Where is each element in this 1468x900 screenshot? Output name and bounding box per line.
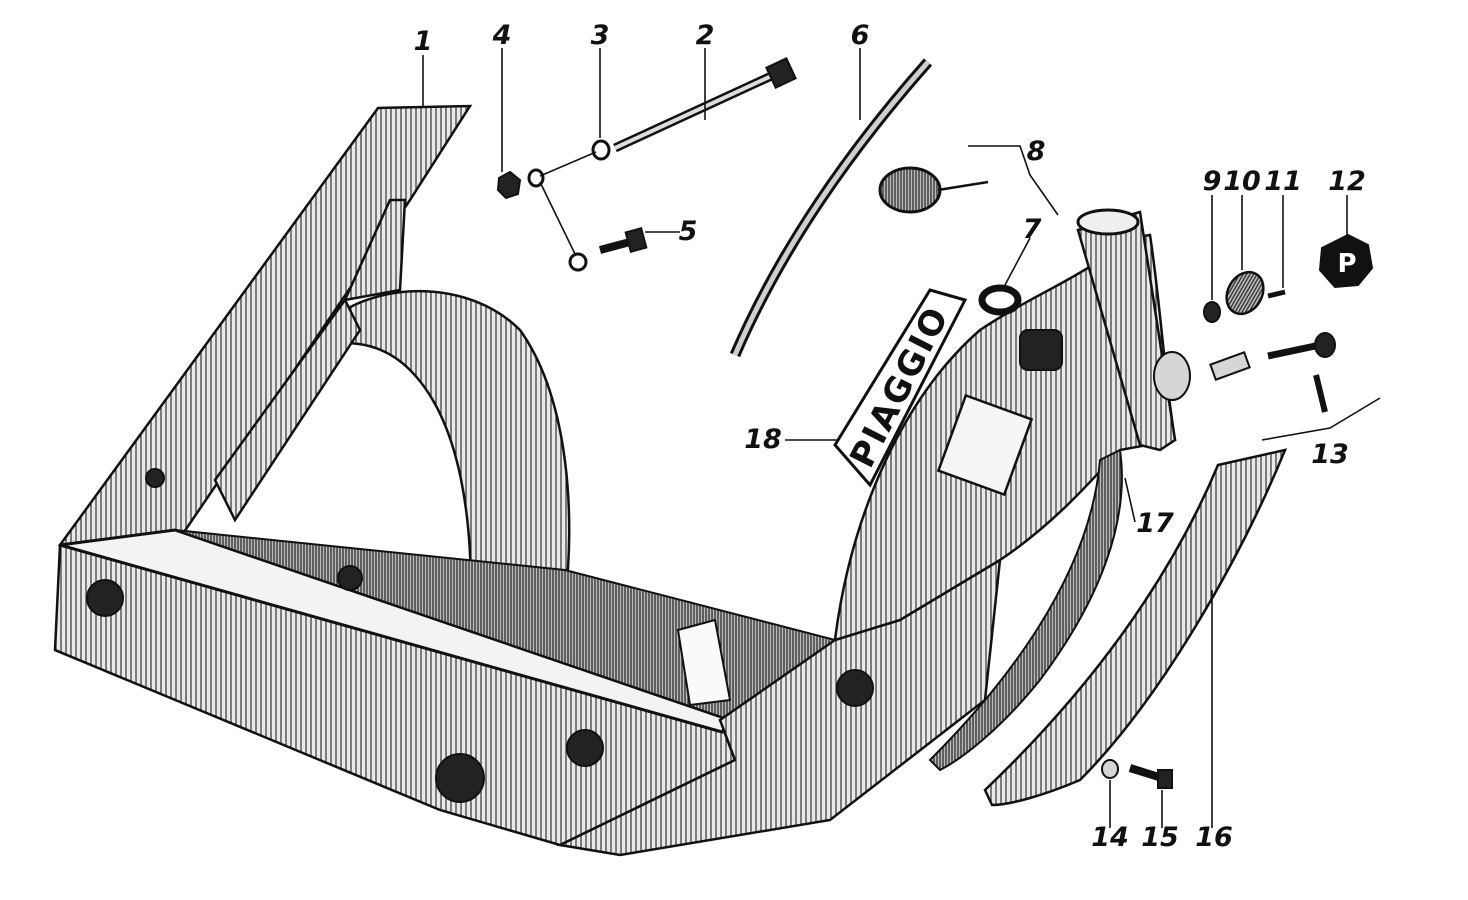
lock-housing (1153, 351, 1191, 401)
logo-glyph: P (1337, 249, 1356, 279)
piaggio-logo-badge: P (1318, 233, 1374, 289)
frame-bolt (566, 729, 604, 767)
screw-5 (568, 227, 648, 272)
rubber-strip-highlight (732, 60, 930, 356)
lock-cover (1225, 270, 1265, 316)
steering-tube-top (1076, 208, 1140, 236)
nut-4 (496, 168, 545, 200)
inner-strut (213, 297, 362, 523)
callout-17: 17 (1136, 508, 1174, 539)
frame-bolt (435, 753, 485, 803)
callout-18: 18 (744, 424, 782, 455)
callout-10: 10 (1223, 166, 1261, 197)
bolt-15 (1128, 764, 1173, 789)
callout-13: 13 (1311, 439, 1349, 470)
washer-14 (1101, 759, 1119, 779)
side-curve-piece (928, 448, 1123, 772)
callout-7: 7 (1023, 214, 1042, 245)
frame-bolt (145, 468, 165, 488)
leader-lines (422, 48, 1381, 828)
callout-numbers: 1 2 3 4 5 6 7 8 9 10 11 12 13 14 15 16 1… (414, 20, 1366, 853)
callout-9: 9 (1203, 166, 1222, 197)
floor-cutout (676, 618, 732, 707)
frame-bolt (836, 669, 874, 707)
side-trim-strip (983, 448, 1288, 807)
washer-3 (591, 139, 611, 161)
callout-12: 12 (1328, 166, 1366, 197)
callout-14: 14 (1091, 822, 1129, 853)
callout-2: 2 (696, 20, 715, 51)
frame-bolt (337, 565, 363, 591)
steering-lock-set (1209, 332, 1336, 413)
panel-opening (936, 393, 1034, 497)
callout-11: 11 (1264, 166, 1302, 197)
callout-5: 5 (679, 216, 698, 247)
callout-16: 16 (1195, 822, 1233, 853)
fuel-neck (1019, 329, 1063, 371)
callout-4: 4 (492, 20, 512, 51)
callout-1: 1 (414, 26, 433, 57)
callout-15: 15 (1141, 822, 1179, 853)
callout-3: 3 (591, 20, 610, 51)
fuel-cap (878, 166, 989, 214)
callout-8: 8 (1027, 136, 1046, 167)
long-bolt (613, 57, 797, 153)
small-nut (1203, 301, 1221, 323)
frame-bolt (86, 579, 124, 617)
assembly-line (539, 151, 597, 177)
callout-6: 6 (851, 20, 870, 51)
small-screw (1267, 289, 1286, 299)
scooter-frame (53, 104, 1191, 857)
gasket (978, 284, 1022, 316)
assembly-line (539, 181, 577, 257)
